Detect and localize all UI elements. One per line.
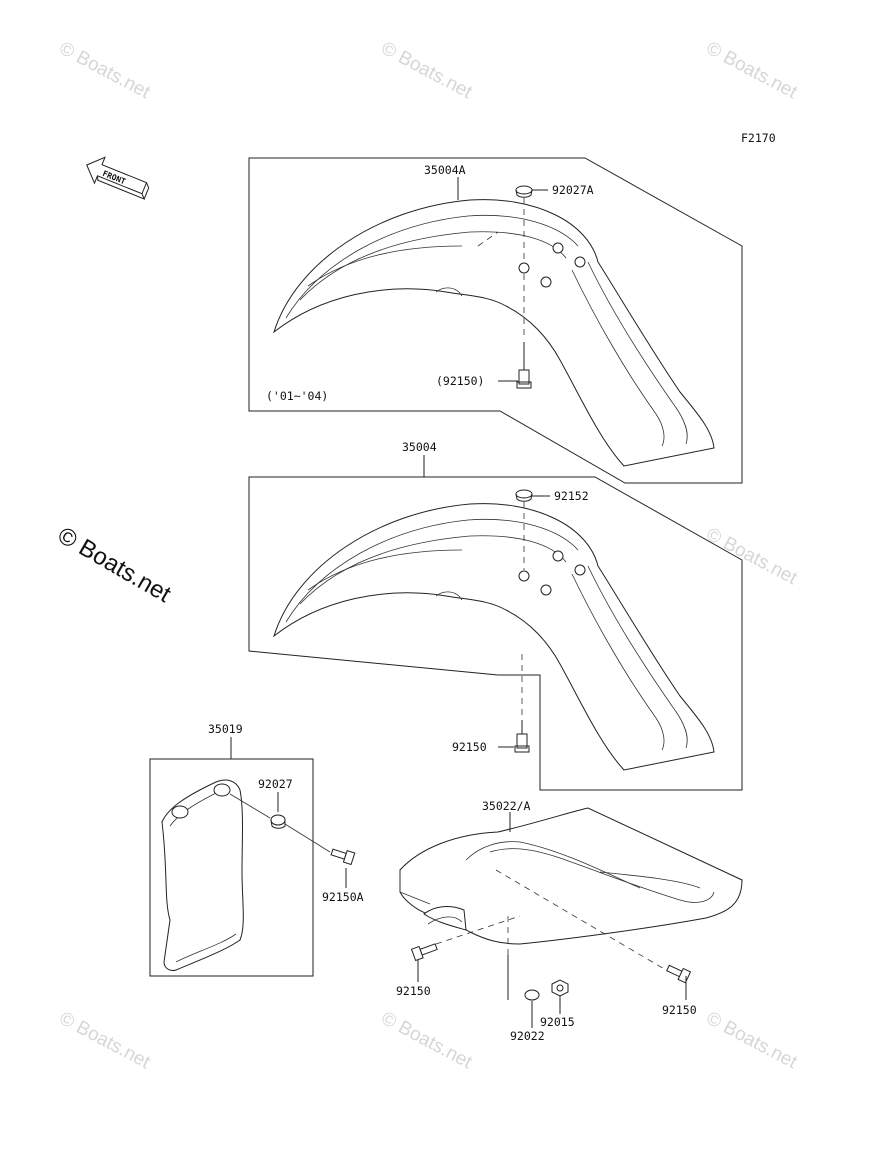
grommet-92027A-icon	[515, 185, 533, 195]
label-92027: 92027	[258, 777, 293, 791]
label-92150-left: 92150	[396, 984, 431, 998]
frame-35004A	[248, 157, 743, 484]
grommet-92152-icon	[515, 489, 533, 499]
watermark-top-right: © Boats.net	[703, 38, 801, 104]
label-35019: 35019	[208, 722, 243, 736]
label-92027A: 92027A	[552, 183, 594, 197]
front-arrow-icon: FRONT	[86, 156, 150, 200]
watermark-large: © Boats.net	[53, 522, 176, 608]
bolt-92150A-icon	[330, 848, 356, 866]
group-35004A: 35004A 92027A (92150) ('01~'04)	[248, 157, 743, 484]
label-92022: 92022	[510, 1029, 545, 1043]
watermark-bottom-left: © Boats.net	[56, 1008, 154, 1074]
bolt-92150-top-icon	[518, 369, 530, 385]
label-35022A: 35022/A	[482, 799, 531, 813]
mud-flap-35019	[161, 779, 244, 971]
group-35019: 35019 92027 92150A	[149, 722, 364, 977]
label-35004A: 35004A	[424, 163, 466, 177]
bolt-92150-right-icon	[666, 964, 692, 984]
watermark-bottom-center: © Boats.net	[378, 1008, 476, 1074]
watermark-top-left: © Boats.net	[56, 38, 154, 104]
bolt-92150-mid-icon	[516, 733, 528, 749]
bolt-92150-left-icon	[410, 943, 438, 962]
washer-92022-icon	[524, 989, 540, 1001]
label-92152: 92152	[554, 489, 589, 503]
front-fender-35004	[273, 503, 715, 771]
watermark-bottom-right: © Boats.net	[703, 1008, 801, 1074]
label-92015: 92015	[540, 1015, 575, 1029]
label-92150-right: 92150	[662, 1003, 697, 1017]
label-92150A: 92150A	[322, 890, 364, 904]
front-fender-35004A	[273, 199, 715, 467]
diagram-code: F2170	[741, 131, 776, 145]
label-92150-paren: (92150)	[436, 374, 484, 388]
frame-35004	[248, 476, 743, 791]
label-year-range: ('01~'04)	[266, 389, 328, 403]
label-35004: 35004	[402, 440, 437, 454]
watermark-top-center: © Boats.net	[378, 38, 476, 104]
group-35004: 35004 92152 92150	[248, 440, 743, 791]
washer-92027-icon	[270, 814, 286, 826]
label-92150-mid: 92150	[452, 740, 487, 754]
watermark-mid-right: © Boats.net	[703, 524, 801, 590]
group-35022A: 35022/A 92150 92015 92022 92150	[396, 799, 743, 1043]
